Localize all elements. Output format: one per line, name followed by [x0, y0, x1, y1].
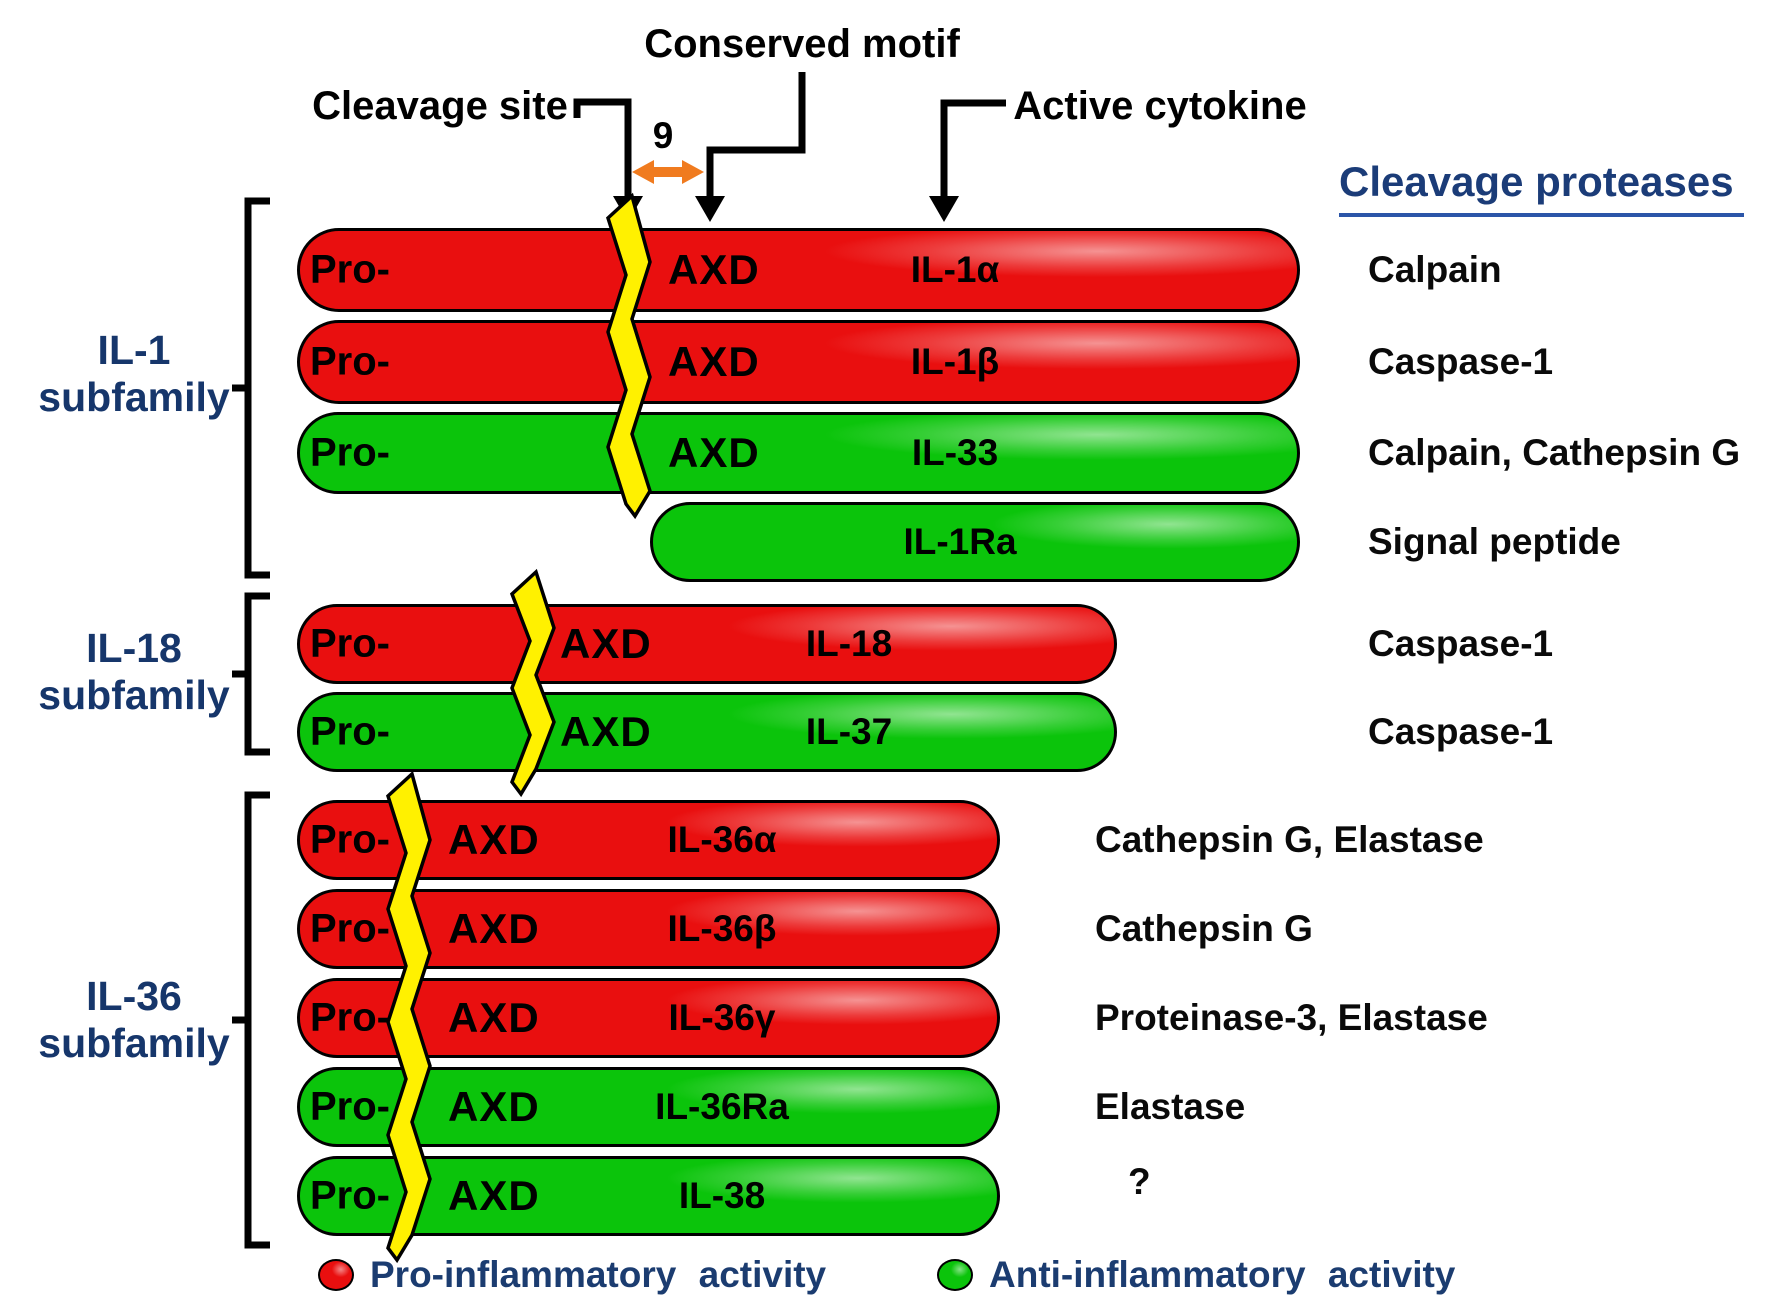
- cytokine-label: IL-33: [911, 432, 999, 473]
- axd-motif-label: AXD: [668, 246, 760, 293]
- subfamily-name: IL-18: [86, 625, 182, 671]
- red-swatch-icon: [318, 1259, 354, 1291]
- axd-motif-label: AXD: [448, 1172, 540, 1219]
- pro-domain-label: Pro-: [310, 709, 390, 754]
- cytokine-label: IL-37: [805, 711, 893, 752]
- pill-IL-36β: [297, 889, 1000, 969]
- subfamily-word: subfamily: [38, 374, 230, 420]
- subfamily-word: subfamily: [38, 672, 230, 718]
- subfamily-name: IL-36: [86, 973, 182, 1019]
- axd-motif-label: AXD: [448, 816, 540, 863]
- protease-label: Caspase-1: [1368, 711, 1554, 752]
- cytokine-label: IL-1α: [910, 249, 1000, 290]
- green-swatch-icon: [937, 1259, 973, 1291]
- pill-IL-1α: [297, 228, 1300, 312]
- pill-IL-36α: [297, 800, 1000, 880]
- pill-IL-1Ra: [650, 502, 1300, 582]
- subfamily-label-il-18: IL-18 subfamily: [0, 625, 274, 719]
- down-arrow-icon: [613, 196, 643, 222]
- axd-motif-label: AXD: [560, 708, 652, 755]
- legend-label-anti-inflammatory: Anti-inflammatory activity: [989, 1254, 1456, 1295]
- legend-item-anti-inflammatory: Anti-inflammatory activity: [937, 1254, 1455, 1296]
- pro-domain-label: Pro-: [310, 247, 390, 292]
- protease-label: Caspase-1: [1368, 341, 1554, 382]
- protease-label: ?: [1128, 1161, 1151, 1202]
- subfamily-label-il-36: IL-36 subfamily: [0, 973, 274, 1067]
- pill-IL-36Ra: [297, 1067, 1000, 1147]
- axd-motif-label: AXD: [560, 620, 652, 667]
- cytokine-label: IL-1Ra: [903, 521, 1017, 562]
- pill-IL-1β: [297, 320, 1300, 404]
- pill-IL-36γ: [297, 978, 1000, 1058]
- cytokine-label: IL-36Ra: [655, 1086, 789, 1127]
- pill-IL-37: [297, 692, 1117, 772]
- distance-label: 9: [652, 115, 674, 156]
- protease-label: Signal peptide: [1368, 521, 1621, 562]
- axd-motif-label: AXD: [668, 338, 760, 385]
- subfamily-word: subfamily: [38, 1020, 230, 1066]
- axd-motif-label: AXD: [448, 994, 540, 1041]
- legend-item-pro-inflammatory: Pro-inflammatory activity: [318, 1254, 826, 1296]
- pro-domain-label: Pro-: [310, 817, 390, 862]
- pro-domain-label: Pro-: [310, 1084, 390, 1129]
- subfamily-name: IL-1: [97, 327, 171, 373]
- down-arrow-icon: [929, 196, 959, 222]
- cytokine-label: IL-18: [805, 623, 893, 664]
- conserved-motif-pointer: [695, 72, 806, 222]
- annotation-cleavage-site: Cleavage site: [312, 84, 568, 128]
- pro-domain-label: Pro-: [310, 906, 390, 951]
- protease-label: Calpain: [1368, 249, 1502, 290]
- cleavage-site-pointer: [573, 98, 643, 222]
- pro-domain-label: Pro-: [310, 995, 390, 1040]
- down-arrow-icon: [695, 196, 725, 222]
- pill-IL-38: [297, 1156, 1000, 1236]
- cytokine-label: IL-38: [678, 1175, 766, 1216]
- annotation-conserved-motif: Conserved motif: [644, 22, 960, 66]
- cytokine-label: IL-36γ: [668, 997, 776, 1038]
- pro-domain-label: Pro-: [310, 621, 390, 666]
- cytokine-label: IL-36β: [667, 908, 777, 949]
- protease-label: Elastase: [1095, 1086, 1246, 1127]
- axd-motif-label: AXD: [448, 1083, 540, 1130]
- protease-label: Caspase-1: [1368, 623, 1554, 664]
- protease-label: Proteinase-3, Elastase: [1095, 997, 1488, 1038]
- pro-domain-label: Pro-: [310, 430, 390, 475]
- annotation-active-cytokine: Active cytokine: [1013, 84, 1307, 128]
- distance-double-arrow-icon: [632, 160, 704, 184]
- subfamily-label-il-1: IL-1 subfamily: [0, 327, 274, 421]
- cytokine-label: IL-36α: [667, 819, 777, 860]
- pill-IL-18: [297, 604, 1117, 684]
- legend-label-pro-inflammatory: Pro-inflammatory activity: [370, 1254, 827, 1295]
- pro-domain-label: Pro-: [310, 339, 390, 384]
- axd-motif-label: AXD: [448, 905, 540, 952]
- protease-label: Calpain, Cathepsin G: [1368, 432, 1741, 473]
- pill-IL-33: [297, 412, 1300, 494]
- cleavage-proteases-header: Cleavage proteases: [1339, 158, 1744, 217]
- cytokine-label: IL-1β: [910, 341, 1000, 382]
- protease-label: Cathepsin G: [1095, 908, 1313, 949]
- protease-label: Cathepsin G, Elastase: [1095, 819, 1484, 860]
- pro-domain-label: Pro-: [310, 1173, 390, 1218]
- active-cytokine-pointer: [929, 99, 1006, 222]
- axd-motif-label: AXD: [668, 429, 760, 476]
